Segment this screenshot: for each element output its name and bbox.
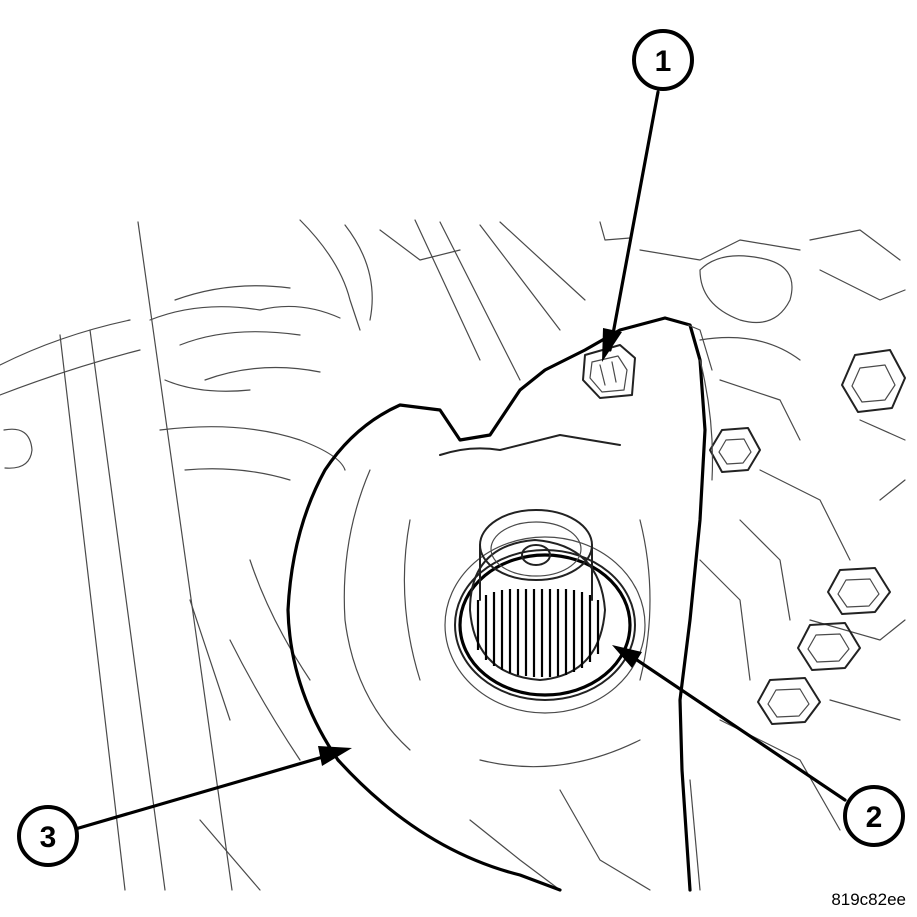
callout-3-label: 3 — [40, 821, 57, 854]
arrow-head-3 — [318, 746, 352, 766]
leader-arrows — [70, 90, 847, 832]
callout-2: 2 — [843, 785, 905, 847]
shaft-splines — [476, 589, 600, 677]
axle-housing — [286, 316, 714, 892]
bolt-mid-right — [709, 427, 761, 473]
bolt-top-right — [841, 349, 906, 413]
callout-1: 1 — [632, 29, 694, 91]
bolt-lower-right-2 — [797, 622, 861, 671]
background-linework — [0, 219, 906, 891]
arrow-head-1 — [602, 328, 622, 362]
callout-1-label: 1 — [655, 45, 672, 78]
callout-3: 3 — [17, 805, 79, 867]
bolt-lower-right-1 — [827, 567, 891, 615]
image-code: 819c82ee — [831, 890, 906, 909]
arrow-head-2 — [612, 645, 642, 668]
callout-2-label: 2 — [866, 801, 883, 834]
bolt-lower-right-3 — [757, 677, 821, 725]
housing-bolt-tab — [582, 344, 636, 399]
bolts — [709, 349, 906, 725]
output-shaft-seal — [444, 509, 646, 714]
